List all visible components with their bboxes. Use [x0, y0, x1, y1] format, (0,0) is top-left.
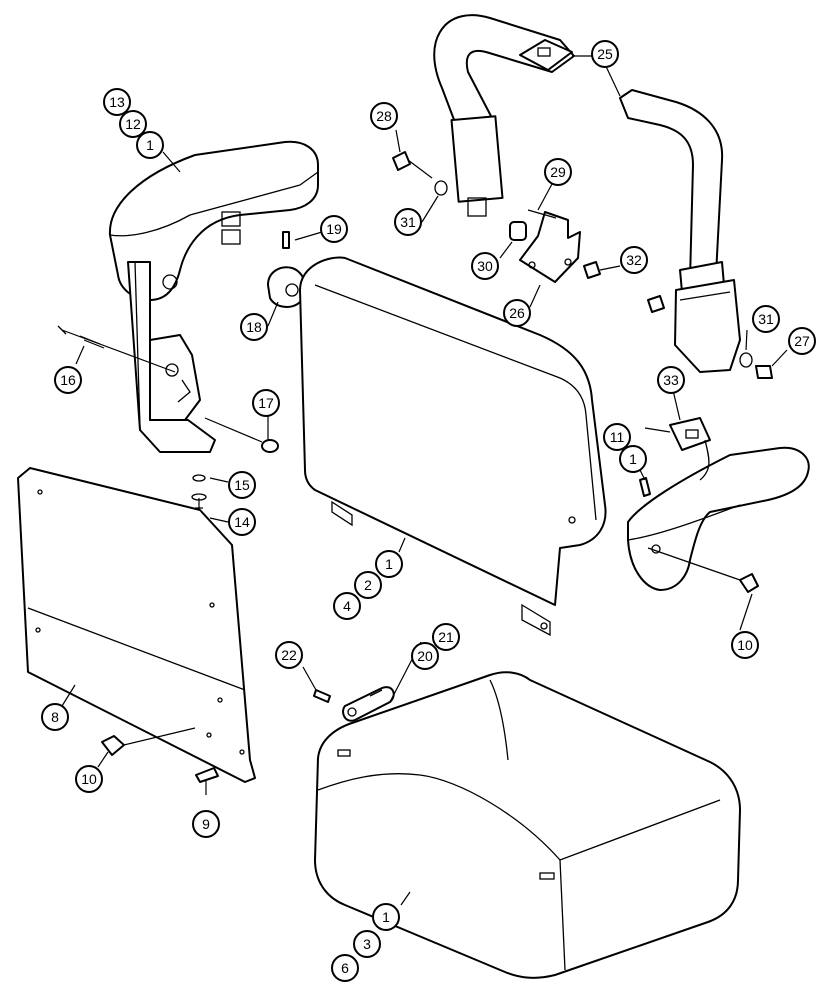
callout: 2: [354, 571, 382, 599]
seat-belt-assembly: [392, 14, 773, 379]
callout: 10: [731, 631, 759, 659]
callout: 29: [544, 158, 572, 186]
svg-text:1: 1: [385, 556, 393, 572]
svg-text:2: 2: [364, 577, 372, 593]
callout: 17: [252, 389, 280, 417]
callouts: 13 12 1 19 18 16 17 15 14 28 31 29 30 26…: [41, 40, 816, 982]
svg-text:12: 12: [125, 116, 141, 132]
back-panel: [17, 467, 256, 783]
svg-text:11: 11: [610, 429, 625, 445]
callout: 15: [228, 471, 256, 499]
svg-text:19: 19: [326, 221, 342, 237]
callout: 20: [411, 642, 439, 670]
svg-text:33: 33: [663, 372, 679, 388]
svg-text:1: 1: [629, 451, 637, 467]
callout: 4: [333, 592, 361, 620]
svg-text:13: 13: [109, 94, 125, 110]
callout: 31: [394, 208, 422, 236]
svg-text:6: 6: [341, 960, 349, 976]
svg-text:8: 8: [51, 709, 59, 725]
svg-text:1: 1: [382, 909, 390, 925]
svg-text:10: 10: [737, 637, 753, 653]
callout: 8: [41, 703, 69, 731]
callout: 18: [240, 313, 268, 341]
seat-cushion: [313, 671, 741, 979]
callout: 22: [275, 641, 303, 669]
svg-text:26: 26: [509, 305, 525, 321]
left-armrest: [57, 140, 319, 535]
armrest-knob: [267, 231, 307, 308]
svg-text:1: 1: [146, 137, 154, 153]
callout: 14: [228, 508, 256, 536]
svg-text:32: 32: [626, 252, 642, 268]
svg-text:27: 27: [794, 333, 810, 349]
callout: 9: [192, 810, 220, 838]
svg-text:22: 22: [281, 647, 297, 663]
callout: 1: [375, 550, 403, 578]
callout: 30: [471, 252, 499, 280]
callout: 26: [503, 299, 531, 327]
svg-text:29: 29: [550, 164, 566, 180]
svg-text:21: 21: [438, 629, 454, 645]
callout: 25: [591, 40, 619, 68]
svg-text:9: 9: [202, 816, 210, 832]
callout: 3: [353, 930, 381, 958]
svg-text:20: 20: [417, 648, 433, 664]
svg-text:30: 30: [477, 258, 493, 274]
callout: 10: [75, 765, 103, 793]
callout: 6: [331, 954, 359, 982]
callout-leaders: [61, 55, 788, 906]
svg-text:14: 14: [234, 514, 250, 530]
svg-text:16: 16: [60, 372, 76, 388]
callout: 1: [136, 131, 164, 159]
callout: 12: [119, 110, 147, 138]
svg-text:3: 3: [363, 936, 371, 952]
svg-text:28: 28: [376, 108, 392, 124]
callout: 27: [788, 327, 816, 355]
seat-back-cushion: [299, 256, 607, 637]
callout: 19: [320, 215, 348, 243]
callout: 16: [54, 366, 82, 394]
svg-text:25: 25: [597, 46, 613, 62]
svg-text:15: 15: [234, 477, 250, 493]
svg-text:17: 17: [258, 395, 274, 411]
right-armrest: [627, 417, 810, 593]
callout: 32: [620, 246, 648, 274]
callout: 1: [372, 903, 400, 931]
svg-text:31: 31: [758, 311, 774, 327]
svg-text:10: 10: [81, 771, 97, 787]
svg-text:31: 31: [400, 214, 416, 230]
callout: 28: [370, 102, 398, 130]
svg-text:4: 4: [343, 598, 351, 614]
callout: 1: [619, 445, 647, 473]
callout: 13: [103, 88, 131, 116]
svg-text:18: 18: [246, 319, 262, 335]
callout: 31: [752, 305, 780, 333]
callout: 33: [657, 366, 685, 394]
callout: 11: [603, 423, 631, 451]
callout: 21: [432, 623, 460, 651]
